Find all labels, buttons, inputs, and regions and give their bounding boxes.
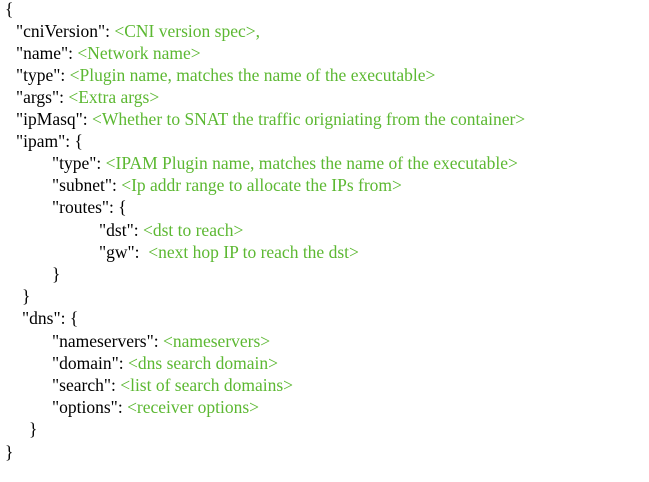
line-gw: "gw": <next hop IP to reach the dst> xyxy=(99,241,359,263)
ipam-type-value: <IPAM Plugin name, matches the name of t… xyxy=(105,153,518,173)
line-nameservers: "nameservers": <nameservers> xyxy=(52,330,270,352)
gw-key: "gw": xyxy=(99,242,149,262)
line-search: "search": <list of search domains> xyxy=(52,374,293,396)
line-name: "name": <Network name> xyxy=(16,42,201,64)
domain-value: <dns search domain> xyxy=(128,353,278,373)
cniversion-key: "cniVersion": xyxy=(16,21,115,41)
line-dns: "dns": { xyxy=(22,307,78,329)
search-value: <list of search domains> xyxy=(120,375,294,395)
close-routes-brace: } xyxy=(52,263,60,285)
options-key: "options": xyxy=(52,397,128,417)
subnet-key: "subnet": xyxy=(52,175,122,195)
args-key: "args": xyxy=(16,87,69,107)
open-root-brace-text: { xyxy=(5,0,14,19)
name-key: "name": xyxy=(16,43,78,63)
cniversion-value: <CNI version spec>, xyxy=(114,21,260,41)
line-type: "type": <Plugin name, matches the name o… xyxy=(16,64,435,86)
gw-value: <next hop IP to reach the dst> xyxy=(148,242,359,262)
line-ipam-type: "type": <IPAM Plugin name, matches the n… xyxy=(52,152,518,174)
options-value: <receiver options> xyxy=(127,397,260,417)
close-ipam-brace-text: } xyxy=(22,286,31,306)
dst-key: "dst": xyxy=(99,220,143,240)
dst-value: <dst to reach> xyxy=(142,220,244,240)
close-ipam-brace: } xyxy=(22,285,30,307)
ipam-key: "ipam": { xyxy=(16,131,83,151)
line-options: "options": <receiver options> xyxy=(52,396,259,418)
type-value: <Plugin name, matches the name of the ex… xyxy=(69,65,436,85)
line-ipmasq: "ipMasq": <Whether to SNAT the traffic o… xyxy=(16,108,525,130)
search-key: "search": xyxy=(52,375,121,395)
line-cniversion: "cniVersion": <CNI version spec>, xyxy=(16,20,260,42)
line-args: "args": <Extra args> xyxy=(16,86,159,108)
dns-key: "dns": { xyxy=(22,308,79,328)
nameservers-key: "nameservers": xyxy=(52,331,163,351)
args-value: <Extra args> xyxy=(68,87,160,107)
close-dns-brace-text: } xyxy=(29,419,38,439)
name-value: <Network name> xyxy=(77,43,201,63)
line-subnet: "subnet": <Ip addr range to allocate the… xyxy=(52,174,402,196)
open-root-brace: { xyxy=(5,0,13,20)
domain-key: "domain": xyxy=(52,353,129,373)
close-root-brace-text: } xyxy=(5,442,14,462)
ipmasq-key: "ipMasq": xyxy=(16,109,93,129)
type-key: "type": xyxy=(16,65,70,85)
line-domain: "domain": <dns search domain> xyxy=(52,352,278,374)
routes-key: "routes": { xyxy=(52,197,127,217)
close-dns-brace: } xyxy=(29,418,37,440)
subnet-value: <Ip addr range to allocate the IPs from> xyxy=(121,175,402,195)
nameservers-value: <nameservers> xyxy=(162,331,271,351)
line-routes: "routes": { xyxy=(52,196,127,218)
close-root-brace: } xyxy=(5,441,13,463)
line-ipam: "ipam": { xyxy=(16,130,83,152)
close-routes-brace-text: } xyxy=(52,264,61,284)
line-dst: "dst": <dst to reach> xyxy=(99,219,243,241)
ipam-type-key: "type": xyxy=(52,153,106,173)
ipmasq-value: <Whether to SNAT the traffic origniating… xyxy=(92,109,526,129)
